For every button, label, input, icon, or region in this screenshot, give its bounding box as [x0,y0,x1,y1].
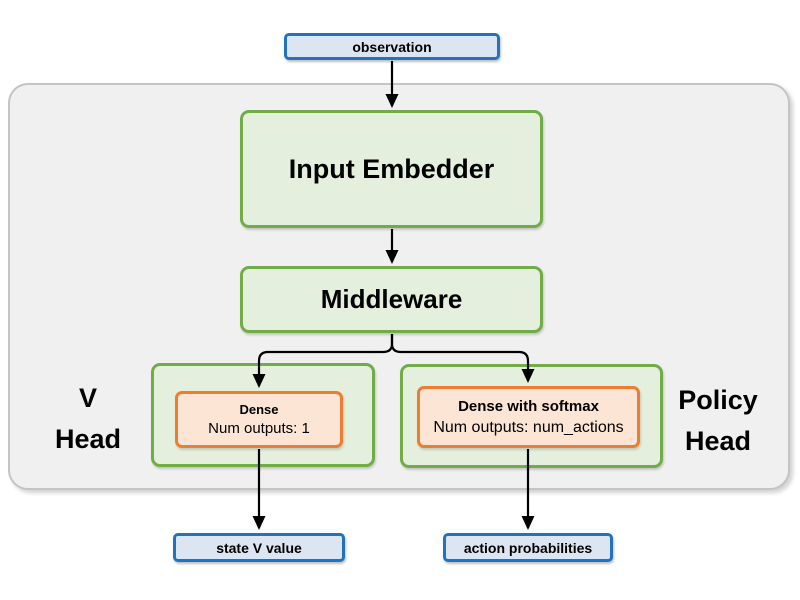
policy-head-label-line1: Policy [678,385,758,415]
policy-dense-node: Dense with softmax Num outputs: num_acti… [417,386,640,448]
middleware-node: Middleware [240,266,543,333]
policy-dense-title: Dense with softmax [458,398,599,415]
observation-label: observation [352,38,432,55]
v-dense-title: Dense [239,402,279,417]
state-v-value-label: state V value [216,539,302,556]
policy-head-label-line2: Head [684,426,752,456]
action-probabilities-label: action probabilities [463,539,593,556]
v-head-label-line1: V [78,383,97,413]
middleware-label: Middleware [320,284,463,314]
policy-head-label: Policy Head [666,380,770,462]
v-dense-node: Dense Num outputs: 1 [175,391,343,448]
v-dense-subtitle: Num outputs: 1 [208,420,310,437]
v-head-label-line2: Head [54,424,122,454]
policy-dense-subtitle: Num outputs: num_actions [433,419,624,436]
input-embedder-node: Input Embedder [240,110,543,228]
action-probabilities-node: action probabilities [443,533,613,562]
input-embedder-label: Input Embedder [288,153,495,184]
state-v-value-node: state V value [173,533,345,562]
v-head-label: V Head [38,378,138,460]
observation-node: observation [284,33,500,60]
